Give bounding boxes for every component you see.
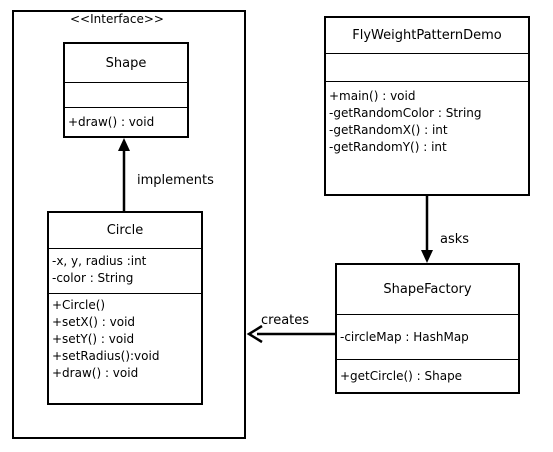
asks-label: asks: [440, 232, 470, 247]
circle-method: +setY() : void: [52, 332, 135, 346]
demo-class-attributes: [326, 54, 528, 82]
shape-class-methods: +draw() : void: [65, 108, 187, 131]
creates-label: creates: [261, 313, 310, 328]
factory-class-methods: +getCircle() : Shape: [337, 360, 518, 385]
circle-method: +draw() : void: [52, 366, 139, 380]
circle-method: +Circle(): [52, 298, 106, 312]
shape-class-name: Shape: [65, 44, 187, 83]
factory-method: +getCircle() : Shape: [340, 369, 463, 383]
shape-method: +draw() : void: [68, 115, 155, 129]
factory-class-attributes: -circleMap : HashMap: [337, 315, 518, 360]
circle-class-attributes: -x, y, radius :int -color : String: [49, 249, 201, 294]
asks-arrow-head: [421, 250, 433, 263]
interface-group-frame: [12, 10, 246, 439]
circle-method: +setX() : void: [52, 315, 136, 329]
shape-class-attributes: [65, 83, 187, 108]
interface-stereotype: <<Interface>>: [70, 12, 164, 26]
implements-label: implements: [137, 173, 214, 188]
demo-class-name: FlyWeightPatternDemo: [326, 18, 528, 54]
circle-attribute: -x, y, radius :int: [52, 254, 147, 268]
demo-method: -getRandomY() : int: [329, 140, 447, 154]
demo-method: +main() : void: [329, 89, 416, 103]
implements-arrow-head: [118, 138, 130, 151]
factory-class: ShapeFactory -circleMap : HashMap +getCi…: [335, 263, 520, 394]
demo-method: -getRandomColor : String: [329, 106, 482, 120]
demo-method: -getRandomX() : int: [329, 123, 448, 137]
creates-arrow-head: [246, 324, 263, 344]
factory-attribute: -circleMap : HashMap: [340, 330, 469, 344]
factory-class-name: ShapeFactory: [337, 265, 518, 315]
demo-class: FlyWeightPatternDemo +main() : void -get…: [324, 16, 530, 196]
shape-class: Shape +draw() : void: [63, 42, 189, 138]
circle-class-methods: +Circle() +setX() : void +setY() : void …: [49, 294, 201, 382]
circle-attribute: -color : String: [52, 271, 134, 285]
circle-method: +setRadius():void: [52, 349, 160, 363]
circle-class-name: Circle: [49, 213, 201, 249]
demo-class-methods: +main() : void -getRandomColor : String …: [326, 82, 528, 156]
circle-class: Circle -x, y, radius :int -color : Strin…: [47, 211, 203, 405]
